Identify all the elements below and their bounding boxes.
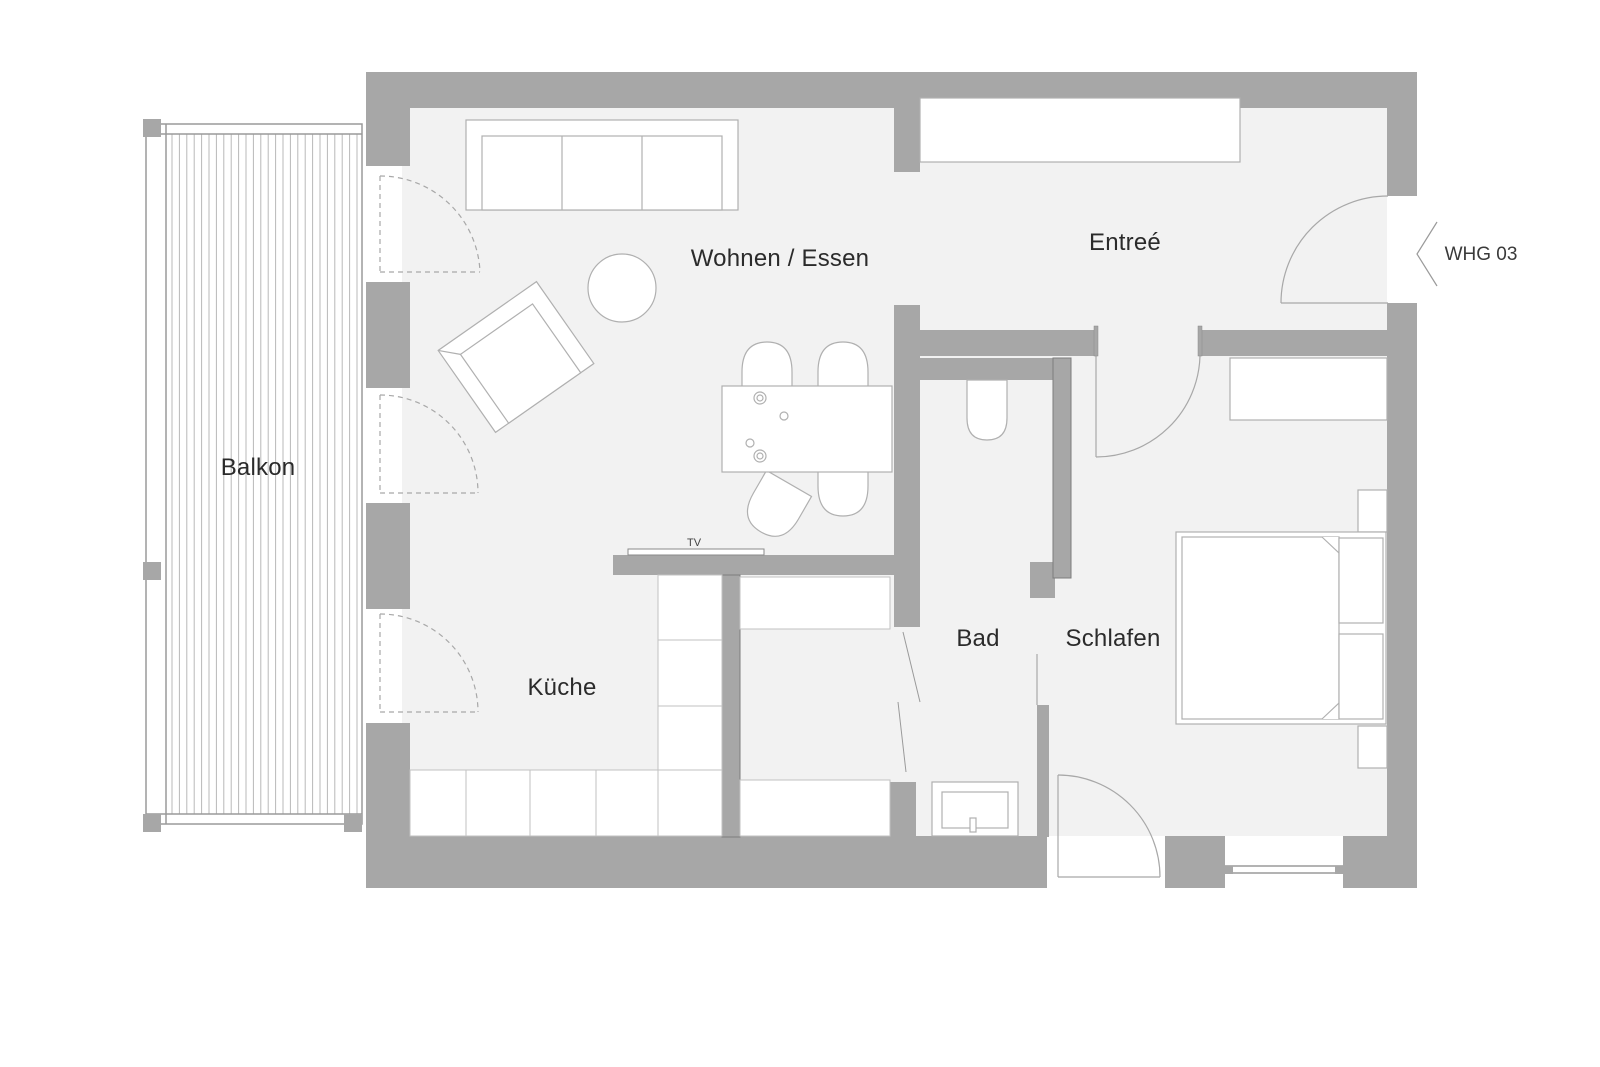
- round-table: [587, 253, 657, 323]
- tv-label: TV: [686, 537, 702, 549]
- balcony-slats: [171, 134, 358, 814]
- room-label-balkon: Balkon: [220, 454, 296, 481]
- tv: [627, 548, 765, 556]
- toilet: [966, 379, 1008, 441]
- entrance-door: [1280, 195, 1389, 304]
- sofa: [465, 119, 739, 211]
- bedroom-door: [1095, 355, 1201, 458]
- interior-walls: [613, 106, 1387, 837]
- room-label-wohnen: Wohnen / Essen: [690, 245, 870, 272]
- balcony-post: [143, 814, 161, 832]
- unit-label: WHG 03: [1444, 244, 1518, 265]
- wardrobe-living: [919, 97, 1241, 163]
- balcony-post: [143, 119, 161, 137]
- balcony-post: [344, 814, 362, 832]
- doors: [379, 175, 1389, 878]
- armchair: [437, 280, 595, 434]
- dining-set: [721, 341, 893, 537]
- room-label-schlafen: Schlafen: [1065, 625, 1161, 652]
- exterior-walls: [366, 72, 1417, 888]
- room-label-kueche: Küche: [527, 674, 597, 701]
- bath-sliding-door: [897, 631, 1038, 773]
- entrance-arrow-icon: [1416, 221, 1438, 287]
- balcony-door-2: [379, 394, 479, 494]
- balcony-post: [143, 562, 161, 580]
- washbasin: [931, 781, 1019, 837]
- balcony-door-1: [379, 175, 481, 273]
- bedroom-window: [1225, 836, 1343, 888]
- room-label-bad: Bad: [956, 625, 1000, 652]
- bed: [1175, 489, 1388, 769]
- balcony: [143, 119, 363, 832]
- kitchen-counters: [409, 574, 723, 837]
- closet: [739, 576, 891, 837]
- dining-table: [721, 385, 893, 473]
- wardrobe-bedroom: [1229, 357, 1388, 421]
- room-label-entree: Entreé: [1089, 229, 1161, 256]
- bedroom-south-door: [1057, 774, 1161, 878]
- balcony-door-3: [379, 613, 479, 713]
